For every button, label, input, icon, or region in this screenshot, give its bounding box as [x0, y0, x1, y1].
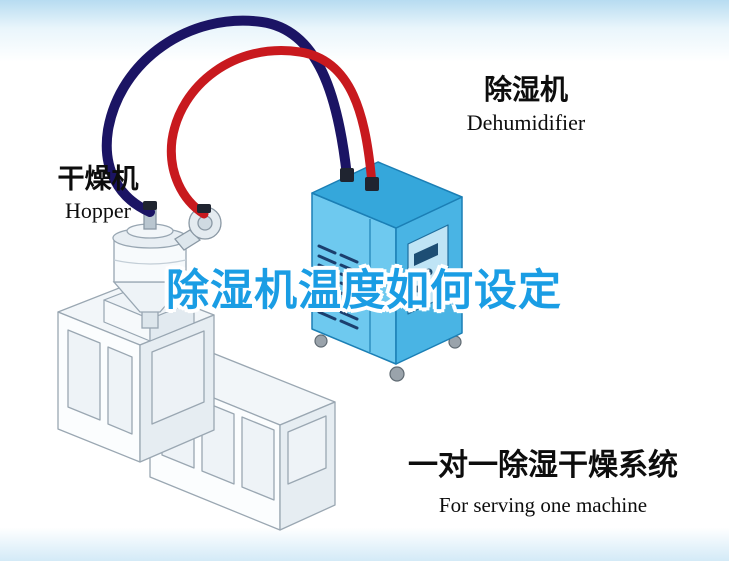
dehumidifier-label-zh: 除湿机	[483, 74, 568, 105]
hopper-label: 干燥机 Hopper	[48, 164, 148, 223]
dehumidifier-label-en: Dehumidifier	[466, 110, 586, 136]
system-caption-zh: 一对一除湿干燥系统	[408, 449, 678, 482]
panel-display	[414, 243, 438, 266]
headline-title: 除湿机温度如何设定	[166, 267, 562, 315]
vent-grille	[317, 244, 359, 330]
system-caption-en: For serving one machine	[438, 492, 648, 517]
hopper-illustration	[112, 201, 188, 329]
hose-fittings	[143, 168, 379, 213]
hose-blue	[101, 15, 352, 217]
hopper-label-zh: 干燥机	[57, 164, 139, 194]
dehumidifier-label: 除湿机 Dehumidifier	[450, 74, 602, 135]
system-caption: 一对一除湿干燥系统 For serving one machine	[404, 449, 682, 517]
door-handle	[362, 278, 366, 290]
hopper-label-en: Hopper	[65, 198, 131, 224]
extruder-illustration	[57, 282, 336, 531]
panel-buttons	[414, 268, 433, 293]
blower-illustration	[174, 206, 222, 251]
hose-red	[166, 46, 377, 219]
